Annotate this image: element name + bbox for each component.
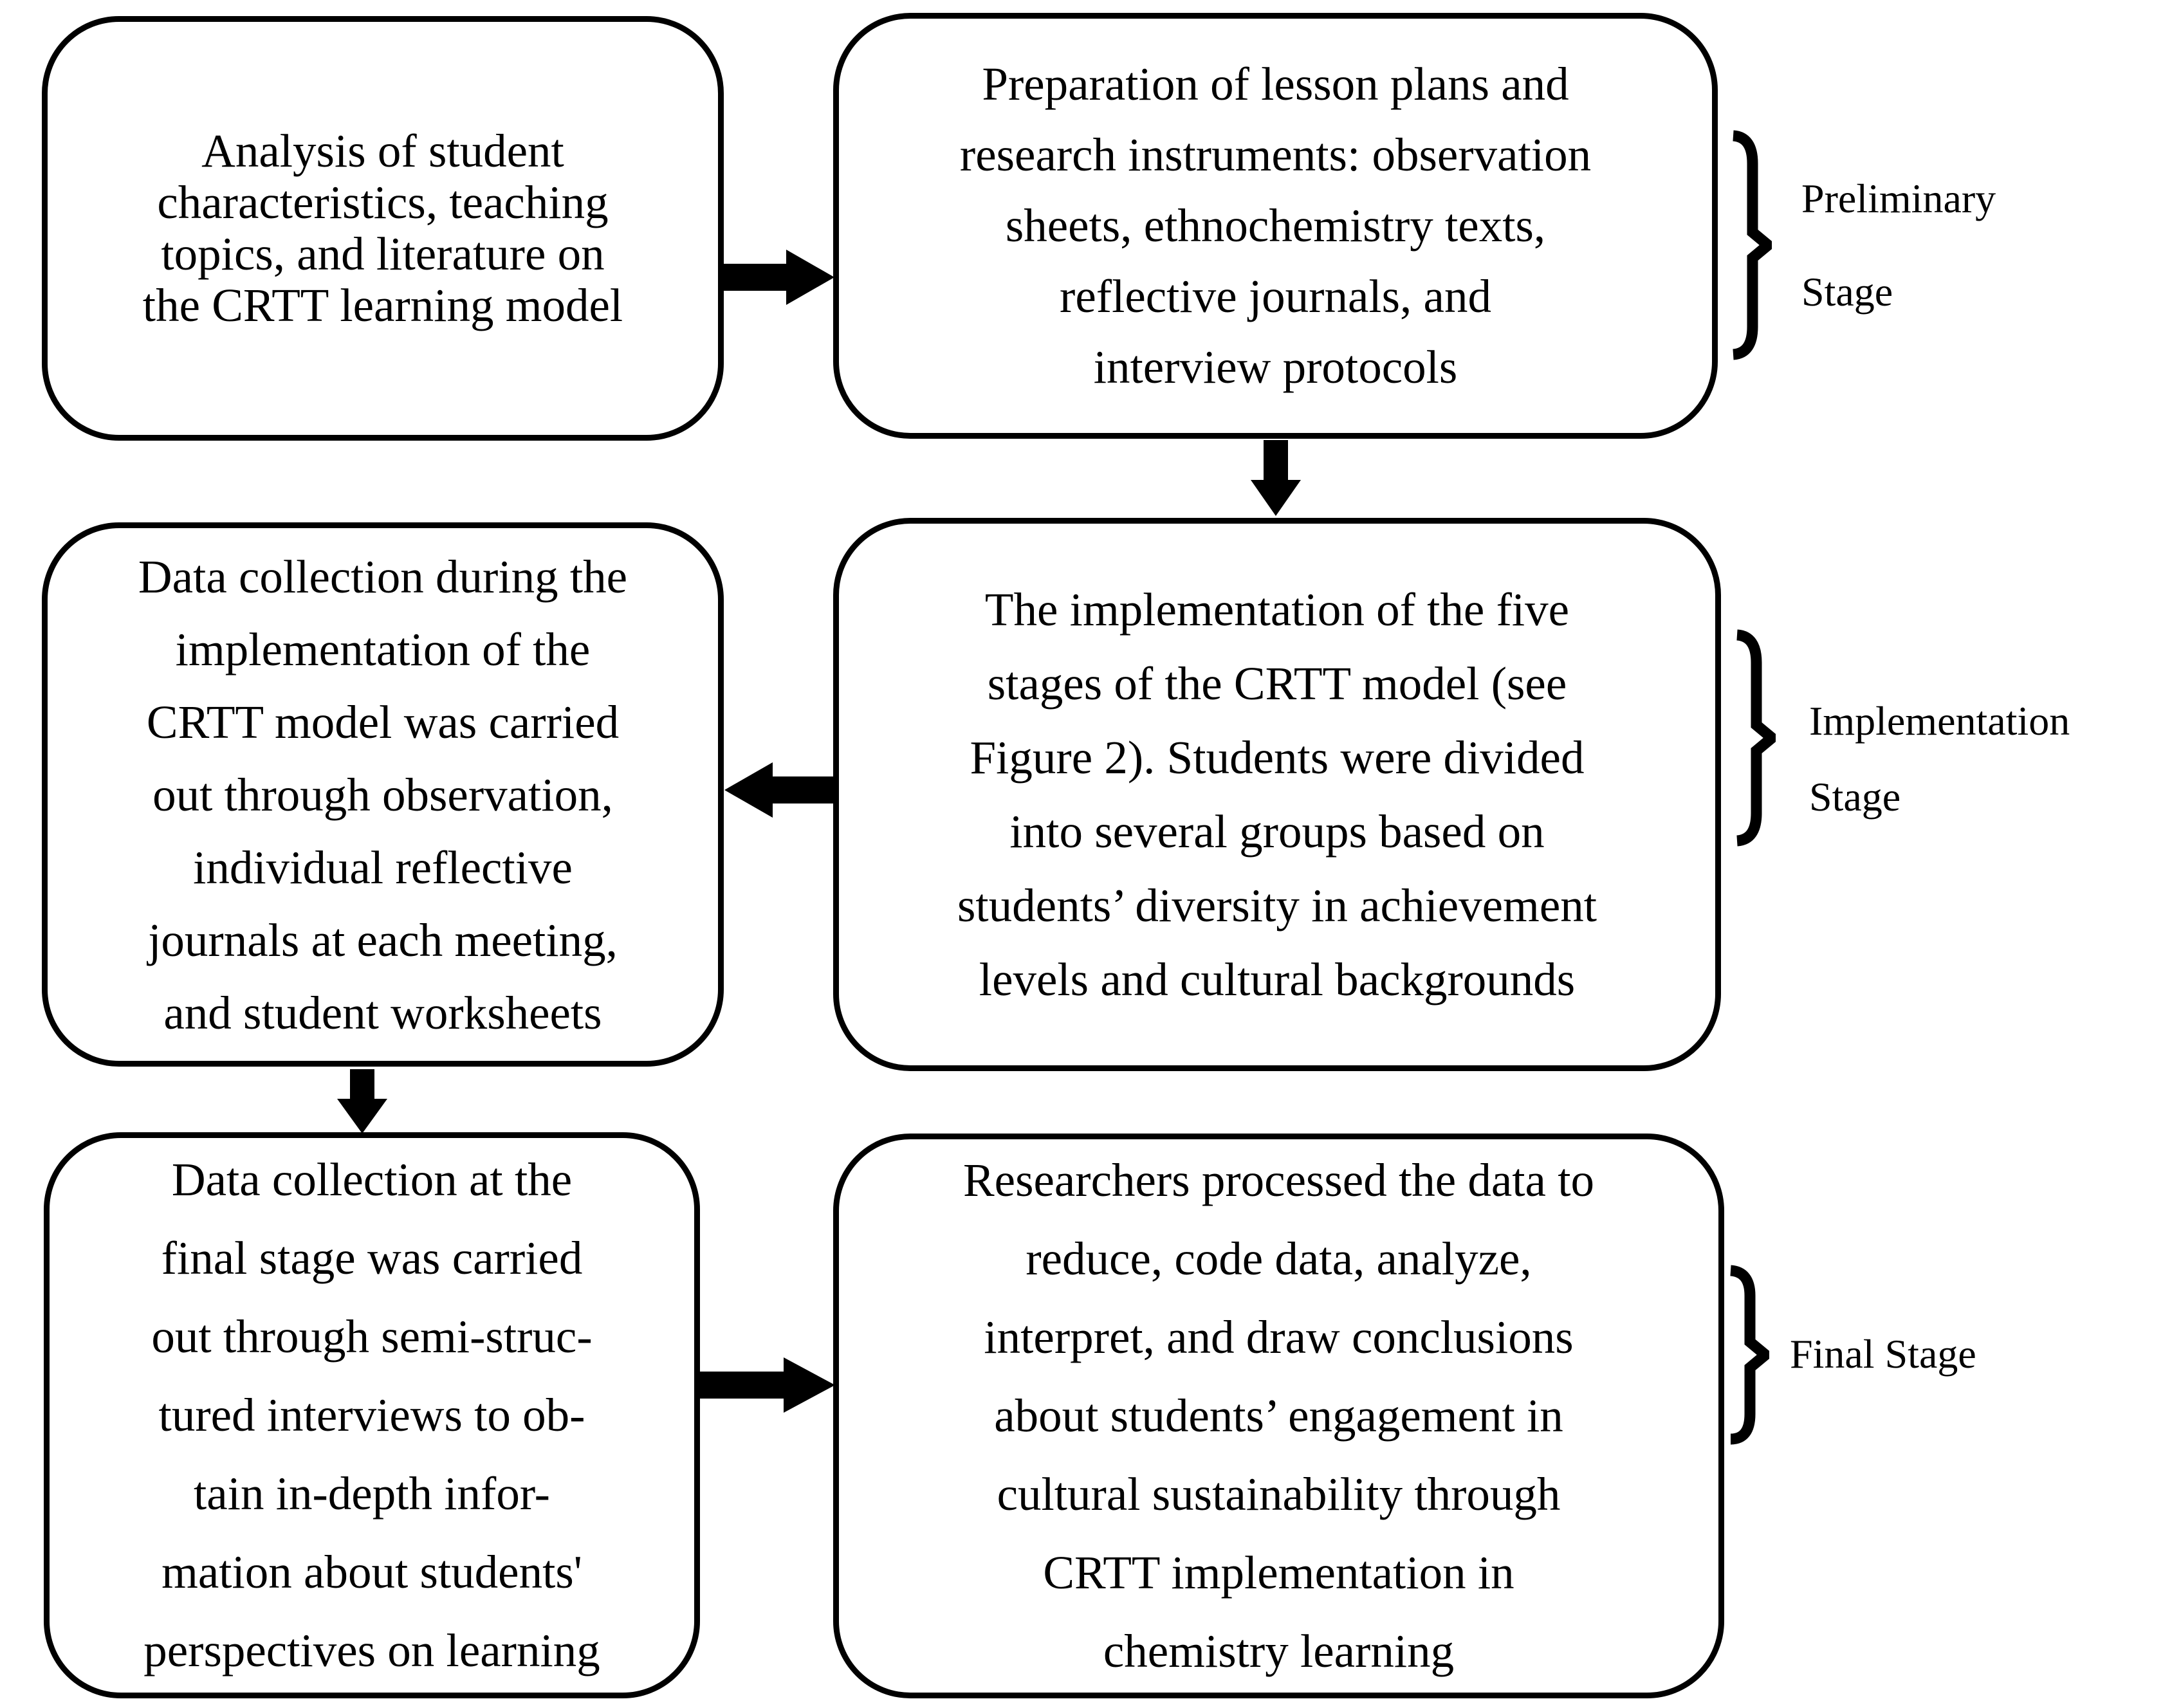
text-line: CRTT model was carried <box>146 695 620 748</box>
stage-label-final: Final Stage <box>1790 1316 1976 1393</box>
text-line: Preparation of lesson plans and <box>982 58 1569 110</box>
text-line: tured interviews to ob- <box>158 1389 585 1441</box>
text-line: Implementation <box>1809 698 2070 744</box>
text-line: Researchers processed the data to <box>962 1154 1594 1206</box>
text-line: journals at each meeting, <box>148 914 618 966</box>
brace-final-icon <box>1729 1265 1769 1445</box>
text-line: Stage <box>1809 774 1901 820</box>
text-line: interview protocols <box>1093 341 1458 393</box>
text-line: final stage was carried <box>161 1232 583 1284</box>
box-data-processing: Researchers processed the data to reduce,… <box>833 1134 1724 1698</box>
text-line: out through semi-struc- <box>151 1310 593 1363</box>
text-line: Analysis of student <box>201 125 564 177</box>
text-line: topics, and literature on <box>161 228 605 280</box>
text-line: out through observation, <box>152 768 613 821</box>
text-line: tain in-depth infor- <box>194 1467 550 1520</box>
text-line: students’ diversity in achievement <box>957 879 1597 932</box>
text-line: stages of the CRTT model (see <box>987 657 1567 710</box>
text-line: into several groups based on <box>1009 805 1545 858</box>
arrow-down-left-column-icon <box>337 1069 387 1134</box>
text-line: reduce, code data, analyze, <box>1026 1233 1532 1285</box>
box-data-collection-final: Data collection at the final stage was ca… <box>44 1132 700 1698</box>
brace-implementation-icon <box>1736 629 1776 847</box>
text-line: sheets, ethnochemistry texts, <box>1005 199 1546 252</box>
arrow-right-row3-icon <box>698 1357 835 1413</box>
text-line: chemistry learning <box>1103 1625 1455 1677</box>
text-line: reflective journals, and <box>1060 270 1491 322</box>
text-line: Figure 2). Students were divided <box>970 731 1585 784</box>
text-line: the CRTT learning model <box>142 279 623 331</box>
arrow-left-row2-icon <box>724 762 835 818</box>
text-line: about students’ engagement in <box>994 1390 1563 1442</box>
arrow-down-right-column-icon <box>1251 440 1301 516</box>
text-line: Data collection at the <box>171 1153 573 1206</box>
text-line: perspectives on learning <box>143 1624 600 1676</box>
text-line: Final Stage <box>1790 1331 1976 1377</box>
text-line: Stage <box>1801 269 1893 315</box>
arrow-right-row1-icon <box>724 250 834 305</box>
text-line: mation about students' <box>161 1546 582 1598</box>
text-line: levels and cultural backgrounds <box>979 953 1576 1006</box>
text-line: individual reflective <box>193 841 573 894</box>
box-implementation-five-stages: The implementation of the five stages of … <box>833 518 1721 1071</box>
text-line: and student worksheets <box>163 986 602 1039</box>
text-line: implementation of the <box>175 623 591 675</box>
text-line: The implementation of the five <box>984 583 1570 636</box>
text-line: research instruments: observation <box>959 129 1592 181</box>
text-line: interpret, and draw conclusions <box>984 1311 1574 1363</box>
box-data-collection-implementation: Data collection during the implementation… <box>42 522 724 1067</box>
text-line: CRTT implementation in <box>1043 1547 1514 1599</box>
brace-preliminary-icon <box>1732 130 1772 360</box>
box-preparation: Preparation of lesson plans and research … <box>833 13 1718 439</box>
text-line: Preliminary <box>1801 176 1996 221</box>
text-line: Data collection during the <box>138 550 628 603</box>
text-line: cultural sustainability through <box>997 1468 1561 1520</box>
text-line: characteristics, teaching <box>157 176 609 228</box>
